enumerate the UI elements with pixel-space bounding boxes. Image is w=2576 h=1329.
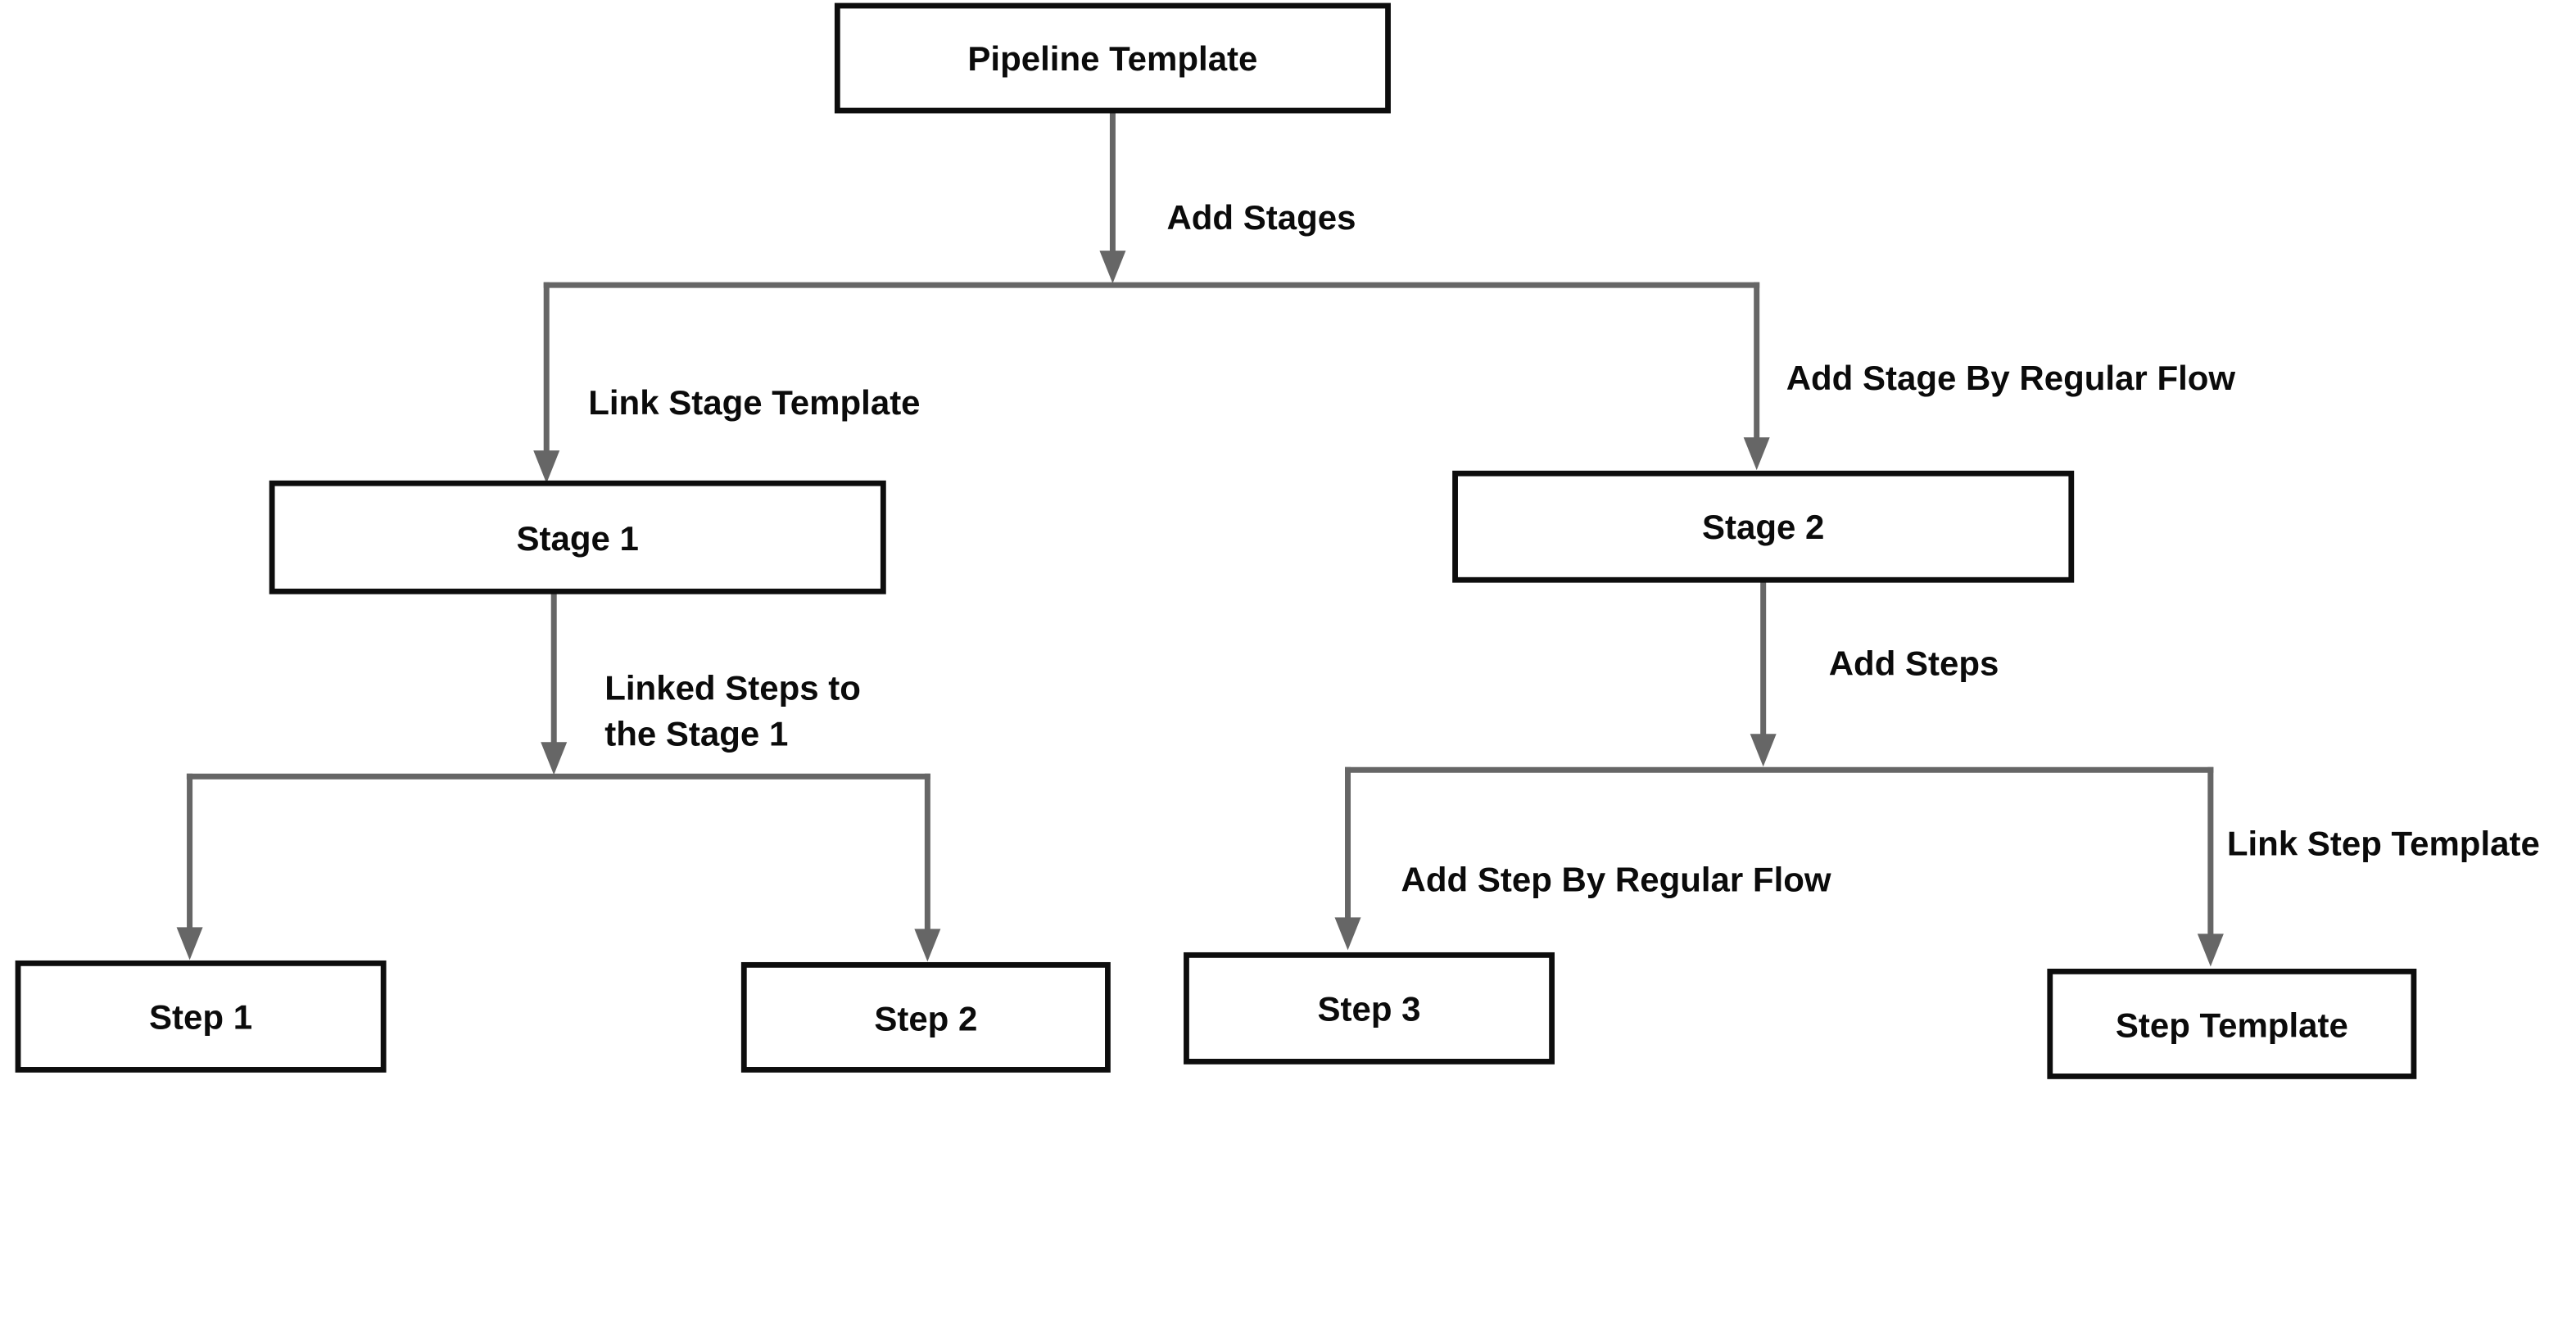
node-stage-2-label: Stage 2 xyxy=(1702,508,1824,546)
arrowhead xyxy=(176,927,203,961)
node-pipeline-template-label: Pipeline Template xyxy=(967,39,1257,78)
node-step-2-box xyxy=(740,961,1111,1073)
node-step-2-label: Step 2 xyxy=(874,999,977,1037)
node-step-3-box xyxy=(1184,952,1555,1065)
node-pipeline-template-box xyxy=(834,2,1391,114)
edge-label-add-stage-by-regular-flow: Add Stage By Regular Flow xyxy=(1786,359,2236,397)
node-step-3-label: Step 3 xyxy=(1318,989,1421,1028)
arrowhead xyxy=(1334,917,1361,951)
node-stage-2: Stage 2 xyxy=(1452,470,2075,583)
edge-label-link-stage-template: Link Stage Template xyxy=(588,383,920,422)
arrowhead xyxy=(1743,437,1770,471)
arrowhead xyxy=(1750,734,1777,767)
node-stage-2-box xyxy=(1452,470,2075,583)
node-step-1-label: Step 1 xyxy=(149,997,252,1036)
node-step-template: Step Template xyxy=(2047,968,2417,1079)
arrowhead xyxy=(533,450,560,484)
node-step-1: Step 1 xyxy=(15,960,387,1073)
node-step-template-box xyxy=(2047,968,2417,1079)
edge-label-add-stages: Add Stages xyxy=(1166,198,1356,237)
arrowhead xyxy=(541,742,568,775)
node-stage-1: Stage 1 xyxy=(269,480,886,594)
node-step-2: Step 2 xyxy=(740,961,1111,1073)
edge-label-linked-steps-line1: Linked Steps to xyxy=(604,668,861,707)
node-step-1-box xyxy=(15,960,387,1073)
edge-label-add-step-by-regular-flow: Add Step By Regular Flow xyxy=(1401,860,1831,898)
node-pipeline-template: Pipeline Template xyxy=(834,2,1391,114)
edge-label-link-step-template: Link Step Template xyxy=(2227,824,2540,862)
arrowhead xyxy=(1099,251,1126,284)
node-stage-1-box xyxy=(269,480,886,594)
arrowhead xyxy=(2197,933,2224,967)
node-step-3: Step 3 xyxy=(1184,952,1555,1065)
edge-label-add-steps: Add Steps xyxy=(1829,644,1999,682)
node-stage-1-label: Stage 1 xyxy=(517,519,639,558)
edge-label-linked-steps-line2: the Stage 1 xyxy=(604,714,788,753)
arrowhead xyxy=(914,929,941,962)
node-step-template-label: Step Template xyxy=(2116,1006,2348,1044)
